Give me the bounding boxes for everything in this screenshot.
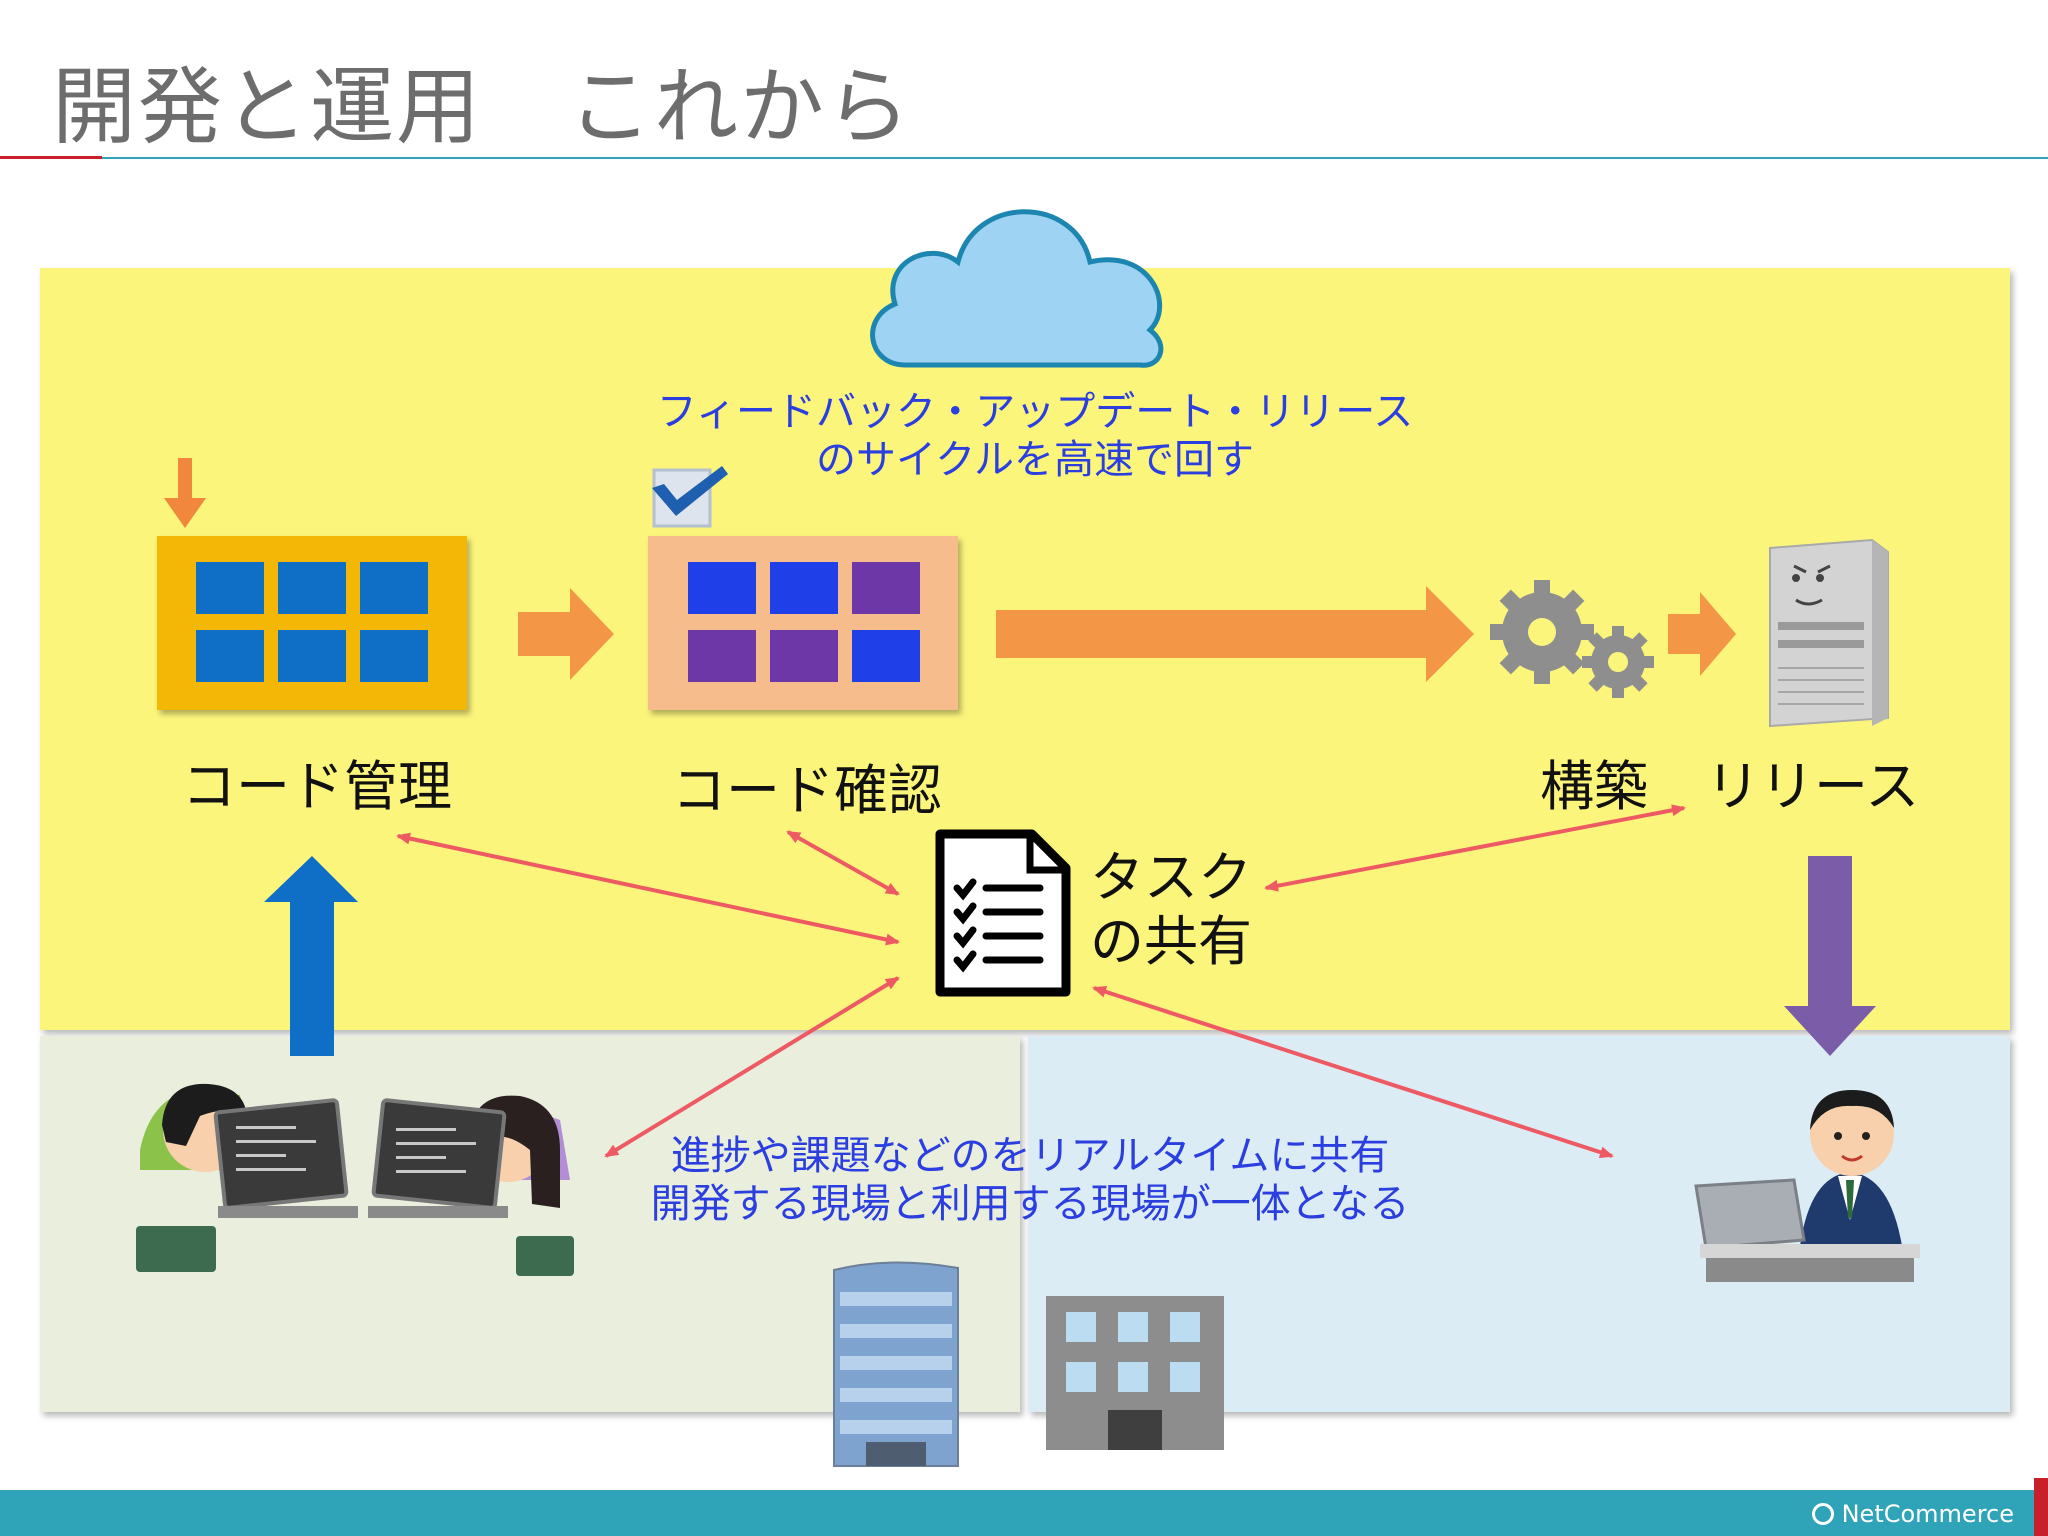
server-icon	[1769, 538, 1889, 728]
title-rule-accent	[0, 156, 102, 159]
developer-icon	[136, 1083, 358, 1272]
checkbox-icon	[652, 466, 728, 528]
code-review-block	[648, 536, 958, 710]
footer-bar	[0, 1490, 2048, 1536]
down-arrow-icon	[164, 458, 206, 528]
footer-brand: NetCommerce	[1811, 1500, 2014, 1528]
label-code-review: コード確認	[672, 759, 942, 822]
label-code-management: コード管理	[182, 755, 452, 818]
arrow-to-review	[518, 588, 614, 680]
netcommerce-logo-icon	[1811, 1503, 1834, 1525]
brand-name: NetCommerce	[1841, 1500, 2014, 1528]
gears-icon	[1490, 580, 1654, 698]
code-management-block	[157, 536, 467, 710]
office-worker-icon	[1694, 1090, 1920, 1282]
office-building-icon	[1046, 1296, 1224, 1450]
cycle-caption: フィードバック・アップデート・リリース のサイクルを高速で回す	[650, 388, 1420, 484]
slide-title: 開発と運用 これから	[52, 58, 913, 156]
share-caption: 進捗や課題などのをリアルタイムに共有 開発する現場と利用する現場が一体となる	[620, 1132, 1440, 1228]
footer-accent	[2034, 1478, 2048, 1536]
cycle-caption-line2: のサイクルを高速で回す	[816, 437, 1254, 483]
tall-building-icon	[833, 1261, 959, 1467]
long-arrow-to-build	[996, 586, 1474, 682]
task-sharing-label: タスク の共有	[1090, 846, 1252, 974]
task-sharing-line2: の共有	[1090, 910, 1252, 973]
task-sharing-connectors	[396, 804, 1686, 1159]
cycle-caption-line1: フィードバック・アップデート・リリース	[656, 389, 1414, 435]
document-checklist-icon	[935, 829, 1071, 997]
release-down-arrow	[1784, 856, 1876, 1056]
title-rule	[102, 157, 2048, 159]
task-sharing-line1: タスク	[1090, 846, 1252, 909]
arrow-to-server	[1668, 592, 1736, 676]
cloud-icon	[870, 209, 1164, 368]
label-release: リリース	[1706, 755, 1920, 818]
share-caption-line1: 進捗や課題などのをリアルタイムに共有	[670, 1133, 1390, 1179]
label-build: 構築	[1540, 755, 1648, 818]
share-caption-line2: 開発する現場と利用する現場が一体となる	[650, 1181, 1410, 1227]
feedback-up-arrow	[264, 856, 358, 1056]
developer-icon	[368, 1095, 574, 1276]
